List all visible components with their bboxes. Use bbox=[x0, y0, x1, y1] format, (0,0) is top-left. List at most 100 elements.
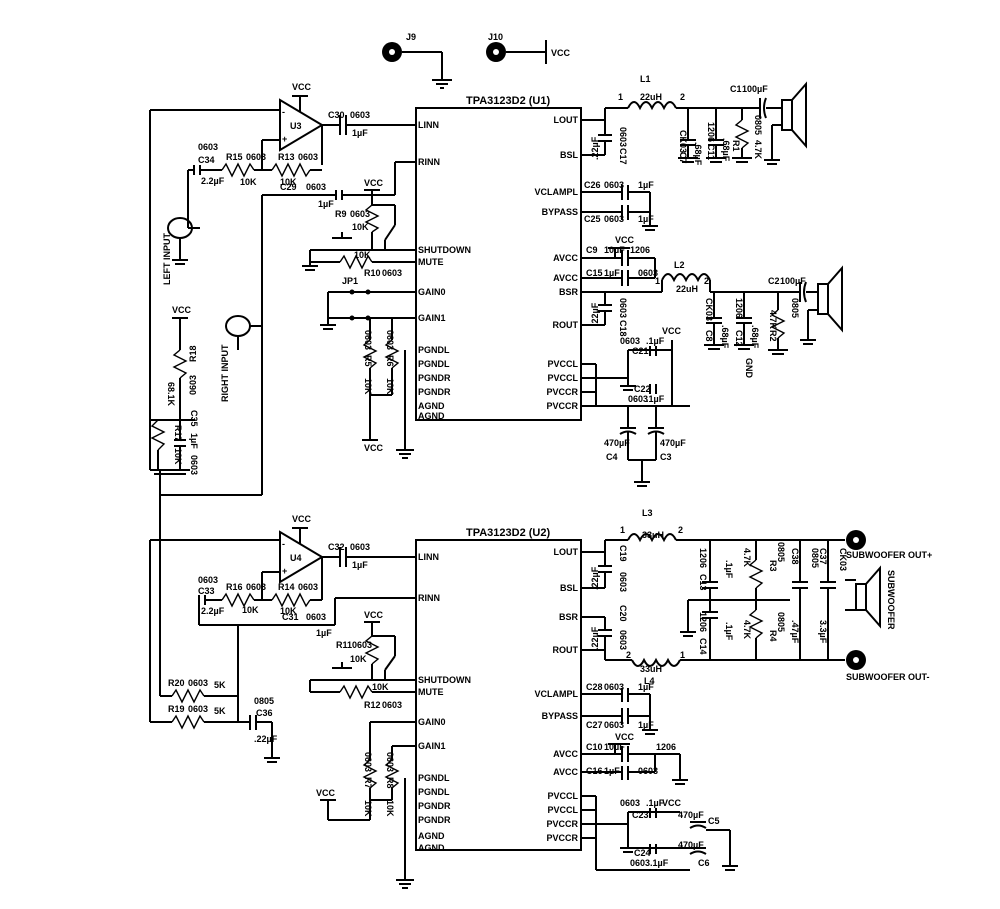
l3-value: 33uH bbox=[642, 530, 664, 540]
c1-label: C1 bbox=[730, 84, 742, 94]
c10-label: C10 bbox=[586, 742, 603, 752]
svg-text:2: 2 bbox=[626, 650, 631, 660]
r18-label: R18 bbox=[188, 345, 198, 362]
u2-right-pin-7: AVCC bbox=[553, 767, 578, 777]
r4-size: 0805 bbox=[776, 612, 786, 632]
u1-pin-labels: LINNRINNSHUTDOWNMUTEGAIN0GAIN1PGNDLPGNDL… bbox=[418, 115, 579, 421]
u2-left-pin-5: GAIN1 bbox=[418, 741, 446, 751]
svg-text:1: 1 bbox=[618, 92, 623, 102]
u2-pin-labels: LINNRINNSHUTDOWNMUTEGAIN0GAIN1PGNDLPGNDL… bbox=[418, 547, 579, 853]
c21-size: 0603 bbox=[620, 336, 640, 346]
u3-label: U3 bbox=[290, 121, 302, 131]
r16-size: 0603 bbox=[246, 582, 266, 592]
c12-size: 1206 bbox=[734, 298, 744, 318]
r19-label: R19 bbox=[168, 704, 185, 714]
u1-title: TPA3123D2 (U1) bbox=[466, 95, 550, 107]
u2-left-pin-1: RINN bbox=[418, 593, 440, 603]
r2-label: R2 bbox=[768, 330, 778, 342]
c9-size: 1206 bbox=[630, 245, 650, 255]
c5-label: C5 bbox=[708, 816, 720, 826]
c32-label: C32 bbox=[328, 542, 345, 552]
c38-size: 0805 bbox=[810, 548, 820, 568]
r9-label: R9 bbox=[335, 209, 347, 219]
r15-value: 10K bbox=[240, 177, 257, 187]
r3-value: 4.7K bbox=[742, 548, 752, 568]
c17-size: 0603 bbox=[618, 127, 628, 147]
c6-value: 470µF bbox=[678, 840, 704, 850]
c2-label: C2 bbox=[768, 276, 780, 286]
c29-label: C29 bbox=[280, 182, 297, 192]
j10-label: J10 bbox=[488, 32, 503, 42]
u1-left-pin-9: PGNDR bbox=[418, 387, 451, 397]
c28-size: 0603 bbox=[604, 682, 624, 692]
j9-label: J9 bbox=[406, 32, 416, 42]
c27-value: 1µF bbox=[638, 720, 654, 730]
u1-right-pin-5: AVCC bbox=[553, 273, 578, 283]
r3-label: R3 bbox=[768, 560, 778, 572]
u2-pvcc-vcc: VCC bbox=[662, 798, 682, 808]
r19-size: 0603 bbox=[188, 704, 208, 714]
u1-left-pin-1: RINN bbox=[418, 157, 440, 167]
l2-label: L2 bbox=[674, 260, 685, 270]
u1-right-pin-7: ROUT bbox=[553, 320, 579, 330]
c37-label: C37 bbox=[818, 548, 828, 565]
l1-value: 22uH bbox=[640, 92, 662, 102]
u2-left-pin-3: MUTE bbox=[418, 687, 444, 697]
u2-right-pin-6: AVCC bbox=[553, 749, 578, 759]
r4-label: R4 bbox=[768, 630, 778, 642]
r14-value: 10K bbox=[280, 606, 297, 616]
c20-value: .22µF bbox=[590, 626, 600, 650]
c34-value: 2.2µF bbox=[201, 176, 225, 186]
c15-label: C15 bbox=[586, 268, 603, 278]
c19-value: .22µF bbox=[590, 566, 600, 590]
r11-label: R11 bbox=[336, 640, 352, 650]
c31-value: 1µF bbox=[316, 628, 332, 638]
u2-left-pin-10: AGND bbox=[418, 831, 445, 841]
c10-value: 10µF bbox=[604, 742, 625, 752]
r6-size: 0603 bbox=[385, 330, 395, 350]
r15-size: 0603 bbox=[246, 152, 266, 162]
c7-label: C7 bbox=[678, 152, 688, 164]
c33-size: 0603 bbox=[198, 575, 218, 585]
c25-size: 0603 bbox=[604, 214, 624, 224]
u1-input-labels: C30 0603 1µF R13 0603 10K R15 0603 10K 0… bbox=[198, 110, 370, 209]
u1-left-pin-7: PGNDL bbox=[418, 359, 450, 369]
c18-label: C18 bbox=[618, 320, 628, 337]
u1-control-network: VCC JP1 VCC R9 0603 10K 10K R10 0603 06 bbox=[302, 178, 416, 459]
r10-size: 0603 bbox=[382, 268, 402, 278]
c22-label: C22 bbox=[634, 384, 651, 394]
c23-label: C23 bbox=[632, 810, 649, 820]
u2-right-pin-0: LOUT bbox=[554, 547, 579, 557]
l3-label: L3 bbox=[642, 508, 653, 518]
c24-value: .1µF bbox=[650, 858, 669, 868]
c30-value: 1µF bbox=[352, 128, 368, 138]
u2-right-pin-8: PVCCL bbox=[547, 791, 578, 801]
c14-label: C14 bbox=[698, 638, 708, 655]
svg-text:1: 1 bbox=[680, 650, 685, 660]
u2-ctrl-vcc: VCC bbox=[364, 610, 384, 620]
r17-value: 10K bbox=[173, 448, 183, 465]
c7-value: .68µF bbox=[693, 142, 703, 166]
u4-vcc-label: VCC bbox=[292, 514, 312, 524]
c36-size: 0805 bbox=[254, 696, 274, 706]
jack-j10: J10 VCC bbox=[486, 32, 571, 64]
r20-value: 5K bbox=[214, 680, 226, 690]
u1-left-pin-8: PGNDR bbox=[418, 373, 451, 383]
r12-label: R12 bbox=[364, 700, 381, 710]
c31-size: 0603 bbox=[306, 612, 326, 622]
c17-label: C17 bbox=[618, 148, 628, 165]
c24-size: 0603 bbox=[630, 858, 650, 868]
u1-left-pin-6: PGNDL bbox=[418, 345, 450, 355]
r9-size: 0603 bbox=[350, 209, 370, 219]
u1-right-pin-11: PVCCR bbox=[546, 401, 578, 411]
r12-size: 0603 bbox=[382, 700, 402, 710]
c20-size: 0603 bbox=[618, 630, 628, 650]
c30-size: 0603 bbox=[350, 110, 370, 120]
r5-label: R5 bbox=[363, 355, 373, 367]
c21-label: C21 bbox=[632, 346, 649, 356]
u2-right-pin-3: ROUT bbox=[553, 645, 579, 655]
c3-label: C3 bbox=[660, 452, 672, 462]
c12-label: C12 bbox=[734, 330, 744, 347]
